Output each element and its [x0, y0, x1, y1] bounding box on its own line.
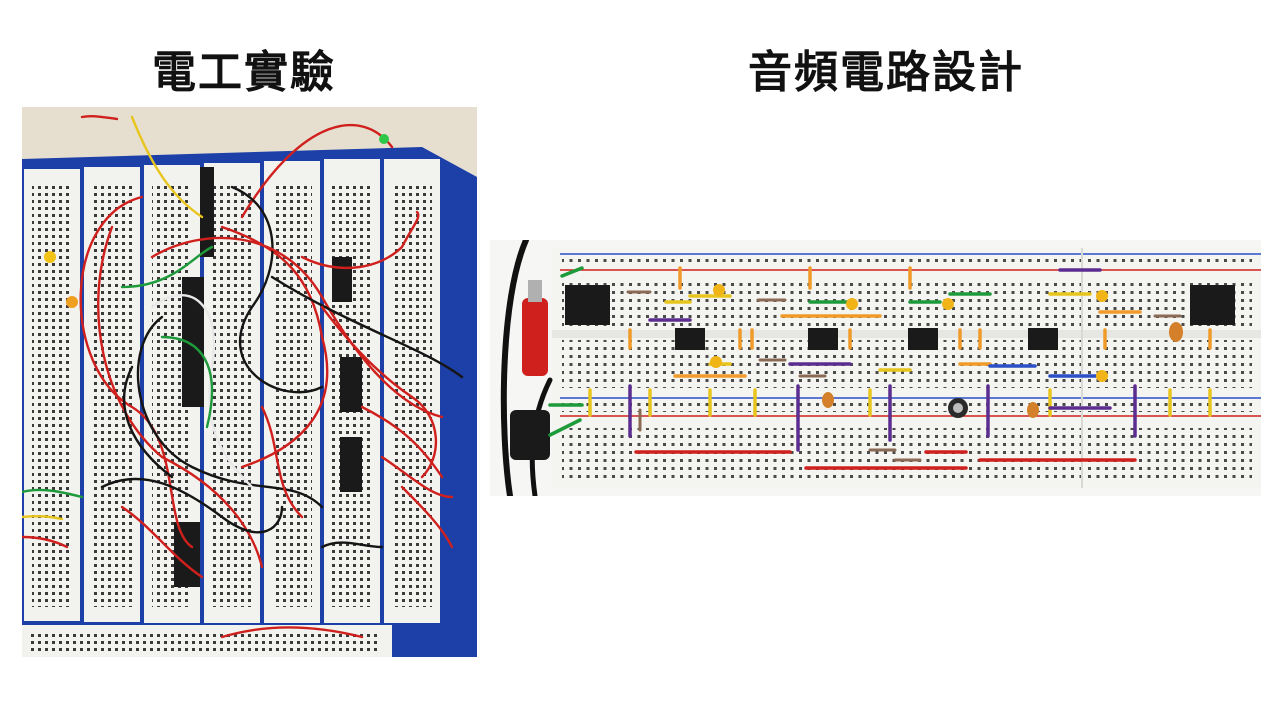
- messy-breadboard-photo: [22, 107, 477, 657]
- black-alligator-clip: [510, 410, 550, 460]
- ic-chips: [174, 167, 362, 587]
- resistors: [626, 290, 1182, 462]
- messy-breadboard-illustration: [22, 107, 477, 657]
- ceramic-capacitors: [710, 284, 1108, 382]
- op-amp-chips: [675, 328, 1058, 350]
- yellow-led: [44, 251, 56, 263]
- breadboard-strips: [22, 159, 440, 657]
- tangled-wires: [22, 114, 464, 639]
- red-alligator-clip: [522, 298, 548, 376]
- left-audio-jack: [565, 285, 610, 325]
- green-led: [379, 134, 389, 144]
- right-audio-jack: [1190, 285, 1235, 325]
- tidy-breadboard-photo: [490, 240, 1261, 496]
- tantalum-capacitors: [822, 322, 1183, 418]
- right-title: 音頻電路設計: [748, 47, 1024, 98]
- tidy-breadboard-illustration: [490, 240, 1261, 496]
- left-title: 電工實驗: [152, 47, 336, 98]
- jumper-wires: [548, 266, 1212, 470]
- orange-led: [66, 296, 78, 308]
